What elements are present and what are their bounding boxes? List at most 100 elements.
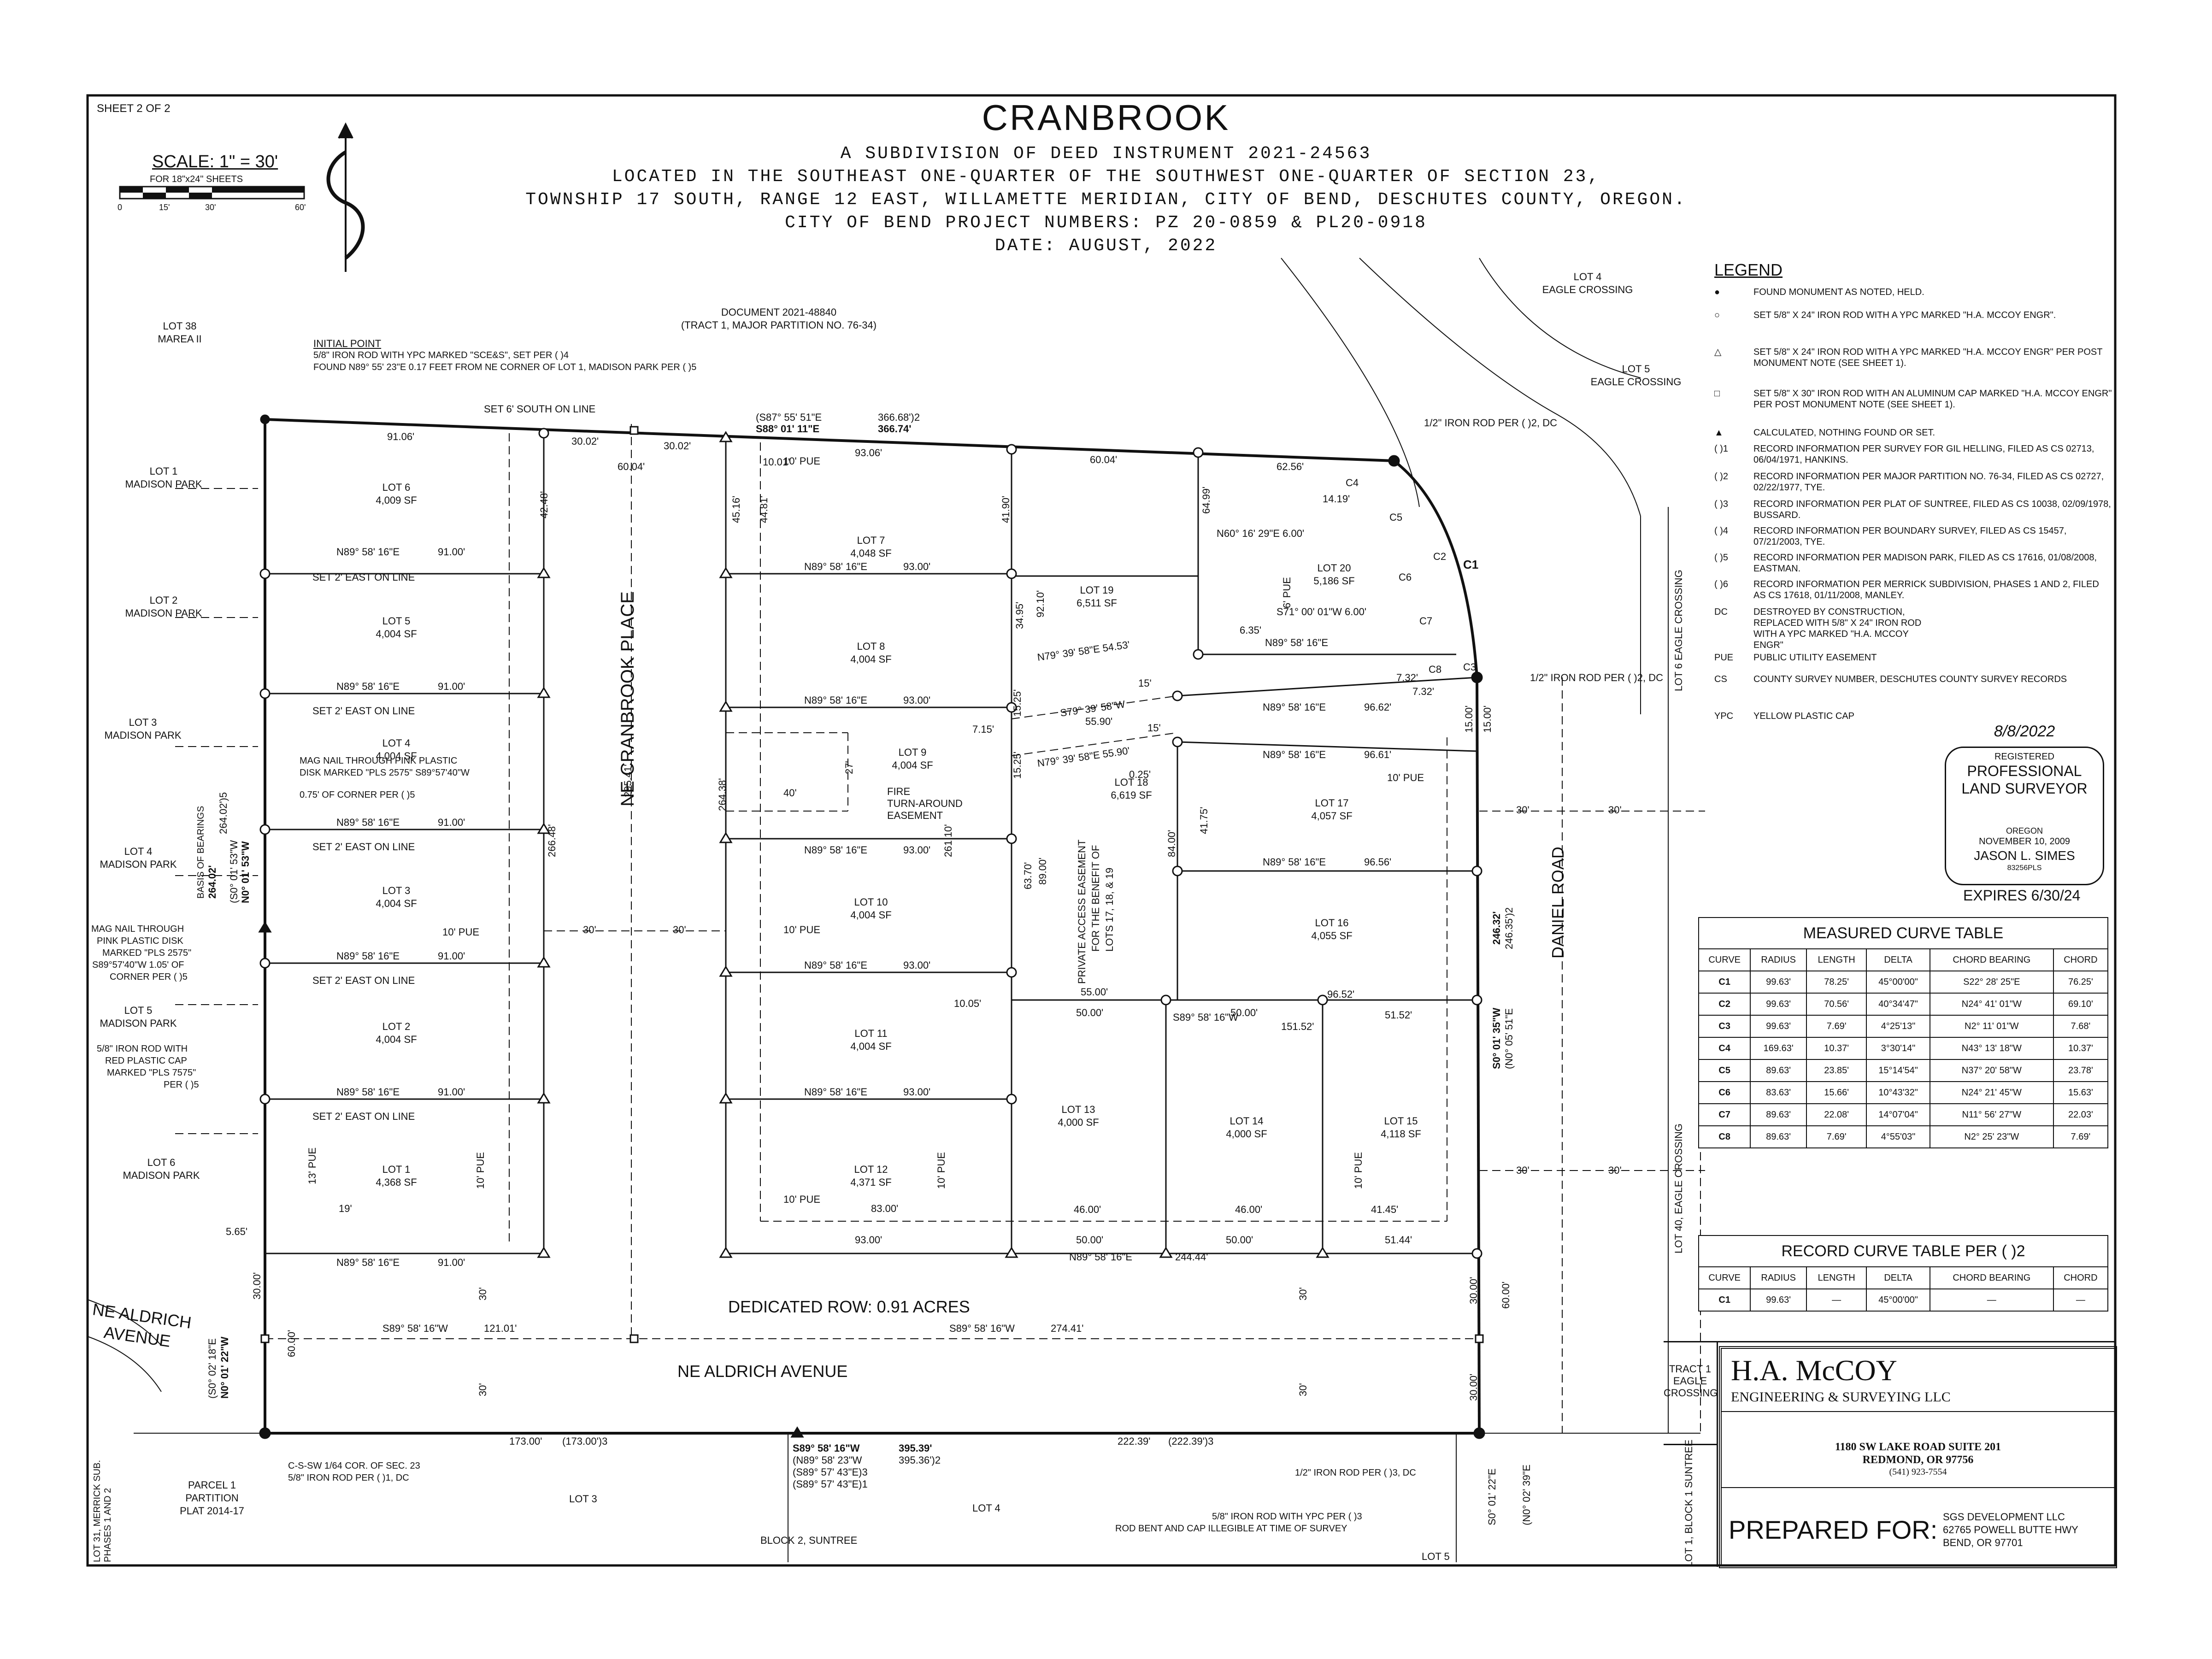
dim-lot-line-6-5: 91.00' — [438, 546, 465, 558]
dedicated-row: DEDICATED ROW: 0.91 ACRES — [728, 1297, 970, 1316]
dim-pue-lot7: 10' PUE — [783, 455, 821, 467]
brg-lot-line-n18: N89° 58' 16"E — [1263, 701, 1326, 713]
dim-15b: 15' — [1147, 722, 1161, 734]
subtitle-line-4: CITY OF BEND PROJECT NUMBERS: PZ 20-0859… — [785, 213, 1427, 233]
dim-4600b: 46.00' — [1235, 1204, 1263, 1215]
lot-area: 4,004 SF — [850, 653, 892, 665]
dim-4516: 45.16' — [730, 495, 742, 523]
dim-pue-lot17: 10' PUE — [1387, 772, 1424, 783]
lot-name: LOT 1 — [382, 1164, 411, 1175]
note-cs-sw2: 5/8" IRON ROD PER ( )1, DC — [288, 1473, 409, 1483]
table-header: CHORD — [2053, 1266, 2109, 1289]
table-cell: N24° 21' 45"W — [1929, 1081, 2054, 1104]
dim-1525a: 15.25' — [1012, 689, 1023, 717]
table-cell: 7.69' — [1806, 1125, 1867, 1148]
note-set6: SET 6' SOUTH ON LINE — [484, 403, 596, 415]
dim-5152: 51.52' — [1385, 1009, 1412, 1021]
table-cell: C5 — [1698, 1059, 1751, 1082]
table-cell: — — [1929, 1288, 2054, 1312]
legend-symbol-2: △ — [1714, 347, 1722, 357]
table-cell: 40°34'47" — [1866, 993, 1930, 1016]
dim-lot-line-11-12: 93.00' — [903, 1086, 931, 1098]
dim-6000e: 60.00' — [1500, 1281, 1512, 1309]
dim-17300r: (173.00')3 — [562, 1435, 608, 1447]
dim-3000w: 30.00' — [251, 1272, 263, 1300]
subtitle-line-3: TOWNSHIP 17 SOUTH, RANGE 12 EAST, WILLAM… — [525, 190, 1687, 210]
dim-15152: 151.52' — [1281, 1021, 1314, 1032]
lot-area: 5,186 SF — [1313, 575, 1355, 587]
note-private3: LOTS 17, 18, & 19 — [1104, 867, 1115, 952]
table-cell: — — [2053, 1288, 2109, 1312]
table-cell: 4°55'03" — [1866, 1125, 1930, 1148]
lot-name: LOT 3 — [382, 885, 411, 896]
lot-area: 4,057 SF — [1311, 810, 1353, 822]
dim-lot1-south: 91.00' — [438, 1257, 465, 1268]
stamp-expires: EXPIRES 6/30/24 — [1963, 887, 2081, 904]
table-cell: C8 — [1698, 1125, 1751, 1148]
table-header: DELTA — [1866, 948, 1930, 971]
dim-15a: 15' — [1138, 677, 1152, 689]
legend-text-9: RECORD INFORMATION PER MADISON PARK, FIL… — [1753, 553, 2097, 574]
table-cell: 3°30'14" — [1866, 1037, 1930, 1060]
client-city: BEND, OR 97701 — [1943, 1537, 2023, 1548]
adj-lot5-south: LOT 5 — [1422, 1551, 1450, 1562]
dim-lot-east-south: 244.44' — [1175, 1251, 1208, 1263]
dim-732a: 7.32' — [1396, 672, 1418, 683]
dim-5500: 55.00' — [1081, 986, 1108, 998]
brg-lot-line-18-17: N89° 58' 16"E — [1263, 749, 1326, 760]
adj-ec5b: EAGLE CROSSING — [1590, 376, 1682, 388]
tb-lot-cell: LOT 1, BLOCK 1 SUNTREE — [1664, 1440, 1718, 1567]
scale-tick-60: 60' — [295, 203, 306, 212]
subtitle-line-5: DATE: AUGUST, 2022 — [994, 236, 1218, 256]
brg-aldrich-e: S89° 58' 16"W — [949, 1323, 1015, 1334]
dim-9106: 91.06' — [387, 431, 415, 442]
table-cell: 45°00'00" — [1866, 971, 1930, 994]
dim-lot-line-18-17: 96.61' — [1364, 749, 1392, 760]
lot-name: LOT 6 — [382, 482, 411, 493]
note-mag2: MAG NAIL THROUGH — [91, 924, 184, 934]
table-cell: C4 — [1698, 1037, 1751, 1060]
note-rod-red4: PER ( )5 — [164, 1080, 199, 1090]
dim-30-aldrich-d: 30' — [1297, 1383, 1309, 1396]
dim-6256: 62.56' — [1277, 461, 1304, 472]
table-cell: 70.56' — [1806, 993, 1867, 1016]
lot-name: LOT 10 — [854, 896, 888, 908]
dim-pue-lot10: 10' PUE — [783, 924, 821, 935]
dim-30-daniel-c: 30' — [1516, 1165, 1530, 1176]
dim-9306: 93.06' — [855, 447, 882, 459]
brg-lot-line-2-1: N89° 58' 16"E — [336, 1086, 400, 1098]
adj-marea: MAREA II — [158, 333, 202, 345]
dim-8400: 84.00' — [1166, 830, 1177, 857]
table-cell: 23.78' — [2053, 1059, 2109, 1082]
dim-lot-line-5-4: 91.00' — [438, 681, 465, 692]
brg-north-d: 366.74' — [878, 423, 912, 435]
table-header: CHORD — [2053, 948, 2109, 971]
legend-text-5: RECORD INFORMATION PER SURVEY FOR GIL HE… — [1753, 444, 2094, 465]
table-cell: 10°43'32" — [1866, 1081, 1930, 1104]
legend-symbol-1: ○ — [1714, 310, 1720, 320]
adj-block2: BLOCK 2, SUNTREE — [760, 1535, 858, 1546]
brg-east-d: 246.32' — [1491, 911, 1502, 945]
dim-9652: 96.52' — [1327, 988, 1355, 1000]
note-cs-sw: C-S-SW 1/64 COR. OF SEC. 23 — [288, 1461, 420, 1471]
plat-title: CRANBROOK — [982, 97, 1230, 138]
legend-symbol-12: PUE — [1714, 653, 1734, 663]
adj-mp3: LOT 3 — [129, 717, 157, 728]
table-cell: 83.63' — [1750, 1081, 1807, 1104]
dim-22239r: (222.39')3 — [1168, 1435, 1214, 1447]
note-half-rod-ne: 1/2" IRON ROD PER ( )2, DC — [1424, 417, 1557, 429]
brg-s71: S71° 00' 01"W 6.00' — [1277, 606, 1367, 618]
brg-lot-line-5-4: N89° 58' 16"E — [336, 681, 400, 692]
table-header: CHORD BEARING — [1929, 948, 2054, 971]
dim-4175: 41.75' — [1198, 806, 1210, 834]
lot-area: 6,511 SF — [1077, 597, 1117, 609]
adj-mp5b: MADISON PARK — [100, 1018, 177, 1029]
legend-symbol-11: DC — [1714, 607, 1728, 617]
dim-8900: 89.00' — [1037, 857, 1048, 885]
dim-4145: 41.45' — [1371, 1204, 1399, 1215]
dim-lot-line-17-16: 96.56' — [1364, 856, 1392, 868]
note-fire: FIRE — [887, 786, 911, 797]
legend-text-14: YELLOW PLASTIC CAP — [1753, 711, 1854, 721]
